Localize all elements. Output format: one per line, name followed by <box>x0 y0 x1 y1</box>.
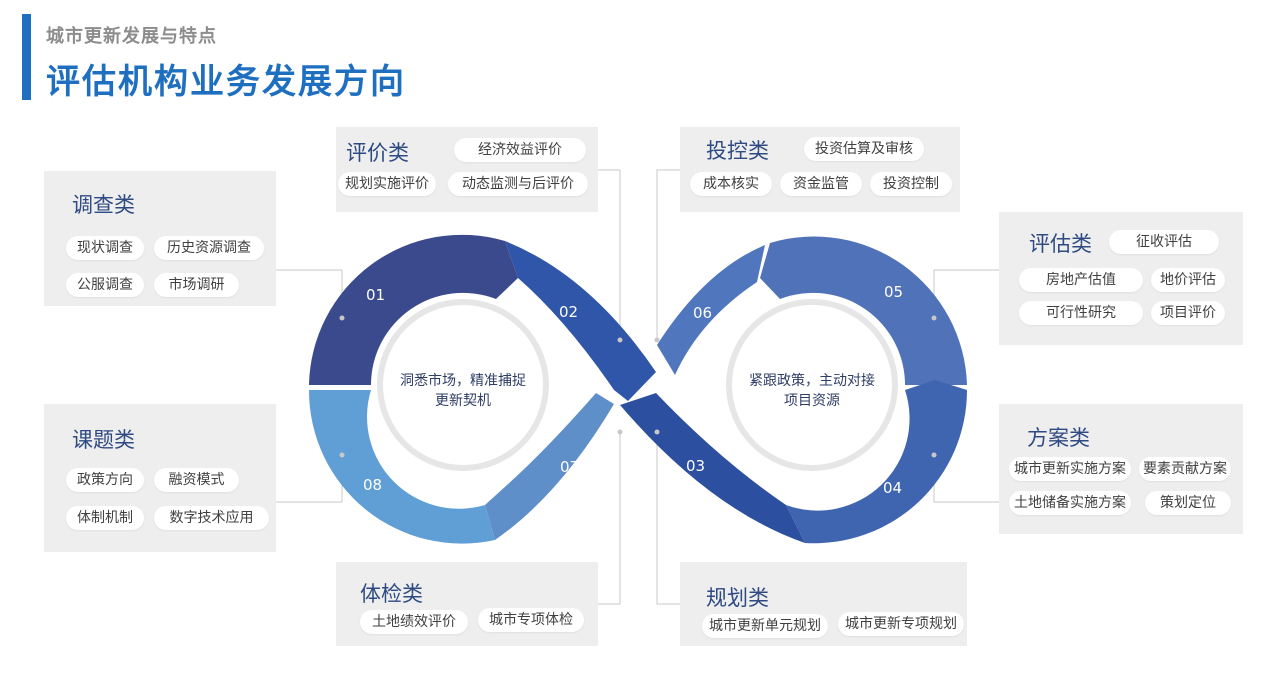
segment-label-06: 06 <box>693 304 712 322</box>
evaluation-item: 经济效益评价 <box>454 138 586 162</box>
segment-05 <box>760 236 967 385</box>
assessment-item: 房地产估值 <box>1019 268 1143 292</box>
box-planning-title: 规划类 <box>706 586 769 610</box>
accent-bar <box>22 14 31 100</box>
survey-item: 现状调查 <box>66 236 144 260</box>
left-center-line-1: 洞悉市场，精准捕捉 <box>400 372 526 389</box>
scheme-item: 土地储备实施方案 <box>1009 491 1131 515</box>
box-assessment-title: 评估类 <box>1029 232 1092 256</box>
evaluation-item: 动态监测与后评价 <box>448 172 588 196</box>
box-survey-title: 调查类 <box>72 193 135 217</box>
assessment-item: 可行性研究 <box>1019 301 1143 325</box>
segment-label-02: 02 <box>559 303 578 321</box>
box-investment: 投控类 投资估算及审核 成本核实 资金监管 投资控制 <box>680 127 960 212</box>
left-center-line-2: 更新契机 <box>435 393 491 409</box>
box-topic-title: 课题类 <box>72 428 135 452</box>
section-subtitle: 城市更新发展与特点 <box>46 26 217 47</box>
inspection-item: 土地绩效评价 <box>360 610 468 634</box>
assessment-item: 项目评价 <box>1151 301 1225 325</box>
topic-item: 体制机制 <box>66 506 144 530</box>
survey-item: 公服调查 <box>66 273 144 297</box>
scheme-item: 要素贡献方案 <box>1139 457 1231 481</box>
segment-label-08: 08 <box>363 476 382 494</box>
box-topic: 课题类 政策方向 融资模式 体制机制 数字技术应用 <box>44 404 276 552</box>
investment-item: 资金监管 <box>780 172 862 196</box>
scheme-item: 策划定位 <box>1145 491 1231 515</box>
assessment-item: 征收评估 <box>1109 230 1219 254</box>
segment-03 <box>620 393 805 543</box>
planning-item: 城市更新单元规划 <box>702 614 828 638</box>
topic-item: 数字技术应用 <box>154 506 269 530</box>
left-center-circle <box>383 305 543 465</box>
right-center-line-1: 紧跟政策，主动对接 <box>749 372 875 389</box>
box-survey: 调查类 现状调查 历史资源调查 公服调查 市场调研 <box>44 171 276 306</box>
segment-07 <box>485 393 614 540</box>
right-center-line-2: 项目资源 <box>784 393 840 409</box>
survey-item: 历史资源调查 <box>154 236 264 260</box>
page-title: 评估机构业务发展方向 <box>46 62 406 102</box>
box-scheme: 方案类 城市更新实施方案 要素贡献方案 土地储备实施方案 策划定位 <box>999 404 1243 534</box>
investment-item: 投资估算及审核 <box>804 137 924 161</box>
investment-item: 成本核实 <box>690 172 772 196</box>
segment-06 <box>657 245 765 375</box>
box-scheme-title: 方案类 <box>1027 426 1090 450</box>
box-planning: 规划类 城市更新单元规划 城市更新专项规划 <box>680 562 967 646</box>
scheme-item: 城市更新实施方案 <box>1009 457 1131 481</box>
right-center-circle <box>732 305 892 465</box>
connector-dots <box>339 315 937 458</box>
evaluation-item: 规划实施评价 <box>338 172 436 196</box>
segment-label-07: 07 <box>560 458 579 476</box>
segment-label-03: 03 <box>686 457 705 475</box>
box-inspection: 体检类 土地绩效评价 城市专项体检 <box>336 562 598 646</box>
assessment-item: 地价评估 <box>1151 268 1225 292</box>
segment-label-05: 05 <box>884 283 903 301</box>
box-investment-title: 投控类 <box>706 139 769 163</box>
segment-02 <box>505 241 656 401</box>
segment-label-01: 01 <box>366 286 385 304</box>
survey-item: 市场调研 <box>154 273 239 297</box>
segment-04 <box>786 380 968 544</box>
topic-item: 政策方向 <box>66 468 144 492</box>
box-evaluation: 评价类 经济效益评价 规划实施评价 动态监测与后评价 <box>336 127 598 212</box>
topic-item: 融资模式 <box>154 468 239 492</box>
box-evaluation-title: 评价类 <box>346 141 409 165</box>
planning-item: 城市更新专项规划 <box>838 612 964 636</box>
segment-label-04: 04 <box>883 479 902 497</box>
segment-08 <box>308 390 495 544</box>
investment-item: 投资控制 <box>870 172 952 196</box>
segment-01 <box>309 234 518 385</box>
box-assessment: 评估类 征收评估 房地产估值 地价评估 可行性研究 项目评价 <box>999 212 1243 345</box>
inspection-item: 城市专项体检 <box>478 608 584 632</box>
box-inspection-title: 体检类 <box>360 582 423 606</box>
